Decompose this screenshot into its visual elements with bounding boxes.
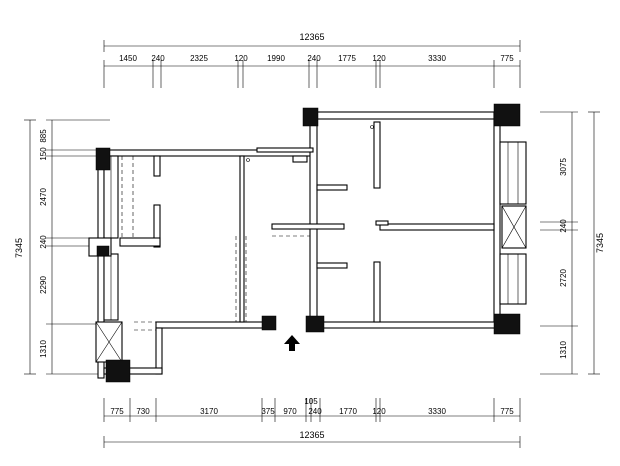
left-dim-240: 240 — [39, 235, 48, 249]
bottom-dim-240: 240 — [308, 407, 322, 416]
right-total-dimension: 7345 — [595, 233, 605, 253]
top-dim-240a: 240 — [151, 54, 165, 63]
windows — [103, 141, 527, 321]
bottom-dim-3330: 3330 — [428, 407, 446, 416]
entrance-arrow-icon — [284, 335, 300, 351]
top-dimension-chain: 12365 1450 240 2325 120 1990 240 1775 12… — [103, 32, 521, 88]
top-dim-1775: 1775 — [338, 54, 356, 63]
left-dim-1310: 1310 — [39, 340, 48, 358]
left-dim-885: 885 — [39, 129, 48, 143]
top-dim-3330: 3330 — [428, 54, 446, 63]
right-dim-1310: 1310 — [559, 341, 568, 359]
top-dim-1450: 1450 — [119, 54, 137, 63]
bottom-dim-730: 730 — [136, 407, 150, 416]
bottom-dim-3170: 3170 — [200, 407, 218, 416]
hidden-lines — [121, 156, 310, 331]
bottom-dim-775a: 775 — [110, 407, 124, 416]
left-dim-2470: 2470 — [39, 188, 48, 206]
bottom-total-dimension: 12365 — [299, 430, 324, 440]
bottom-dim-970: 970 — [283, 407, 297, 416]
top-dim-120b: 120 — [372, 54, 386, 63]
top-dim-120a: 120 — [234, 54, 248, 63]
top-dim-775: 775 — [500, 54, 514, 63]
top-dim-2325: 2325 — [190, 54, 208, 63]
fixtures — [246, 125, 374, 163]
bottom-dim-120: 120 — [372, 407, 386, 416]
structural-columns — [95, 103, 521, 383]
top-dim-1990: 1990 — [267, 54, 285, 63]
bottom-dim-375: 375 — [261, 407, 275, 416]
right-dimension-chain: 3075 240 2720 1310 7345 — [540, 111, 605, 375]
right-dim-3075: 3075 — [559, 158, 568, 176]
bottom-dim-1770: 1770 — [339, 407, 357, 416]
top-total-dimension: 12365 — [299, 32, 324, 42]
right-dim-240: 240 — [559, 219, 568, 233]
walls — [97, 111, 513, 379]
left-total-dimension: 7345 — [14, 238, 24, 258]
bottom-dimension-chain: 775 730 3170 375 970 105 240 1770 120 33… — [103, 397, 521, 448]
bottom-dim-775b: 775 — [500, 407, 514, 416]
right-dim-2720: 2720 — [559, 269, 568, 287]
top-dim-240b: 240 — [307, 54, 321, 63]
left-dim-2290: 2290 — [39, 276, 48, 294]
bottom-dim-105: 105 — [304, 397, 318, 406]
left-dim-150: 150 — [39, 147, 48, 161]
